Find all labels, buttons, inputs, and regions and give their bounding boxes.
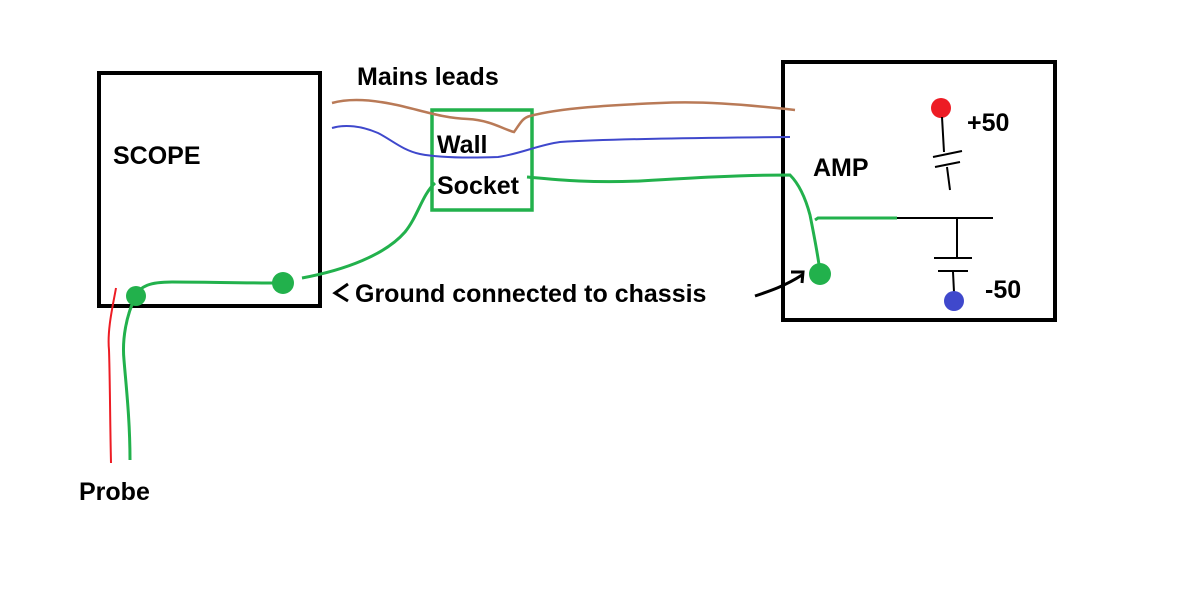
right-arrow-icon [754, 270, 805, 298]
minus-terminal-dot [944, 291, 964, 311]
amp-label: AMP [813, 154, 869, 182]
ground-note-label: Ground connected to chassis [355, 280, 706, 308]
scope-chassis-ground-dot [272, 272, 294, 294]
probe-signal-wire [107, 287, 117, 464]
plus-terminal-dot [931, 98, 951, 118]
amp-ground-branch [814, 216, 897, 222]
scope-box [97, 71, 322, 308]
wall-label: Wall [437, 131, 487, 159]
plus-label: +50 [967, 109, 1009, 137]
scope-label: SCOPE [113, 142, 201, 170]
plus-battery-symbol [932, 116, 963, 191]
socket-label: Socket [437, 172, 520, 200]
amp-chassis-ground-dot [809, 263, 831, 285]
left-arrow-icon [332, 282, 349, 303]
neutral-mains-wire [331, 124, 791, 159]
ground-mains-wire [301, 173, 822, 280]
probe-ground-wire [122, 295, 138, 461]
minus-battery-symbol [934, 218, 972, 293]
amp-box [781, 60, 1057, 322]
mains-leads-label: Mains leads [357, 63, 499, 91]
scope-internal-ground [134, 280, 284, 297]
wall-socket-box [430, 108, 534, 212]
probe-label: Probe [79, 478, 150, 506]
minus-label: -50 [985, 276, 1021, 304]
live-mains-wire [331, 98, 796, 134]
probe-ground-dot [126, 286, 146, 306]
